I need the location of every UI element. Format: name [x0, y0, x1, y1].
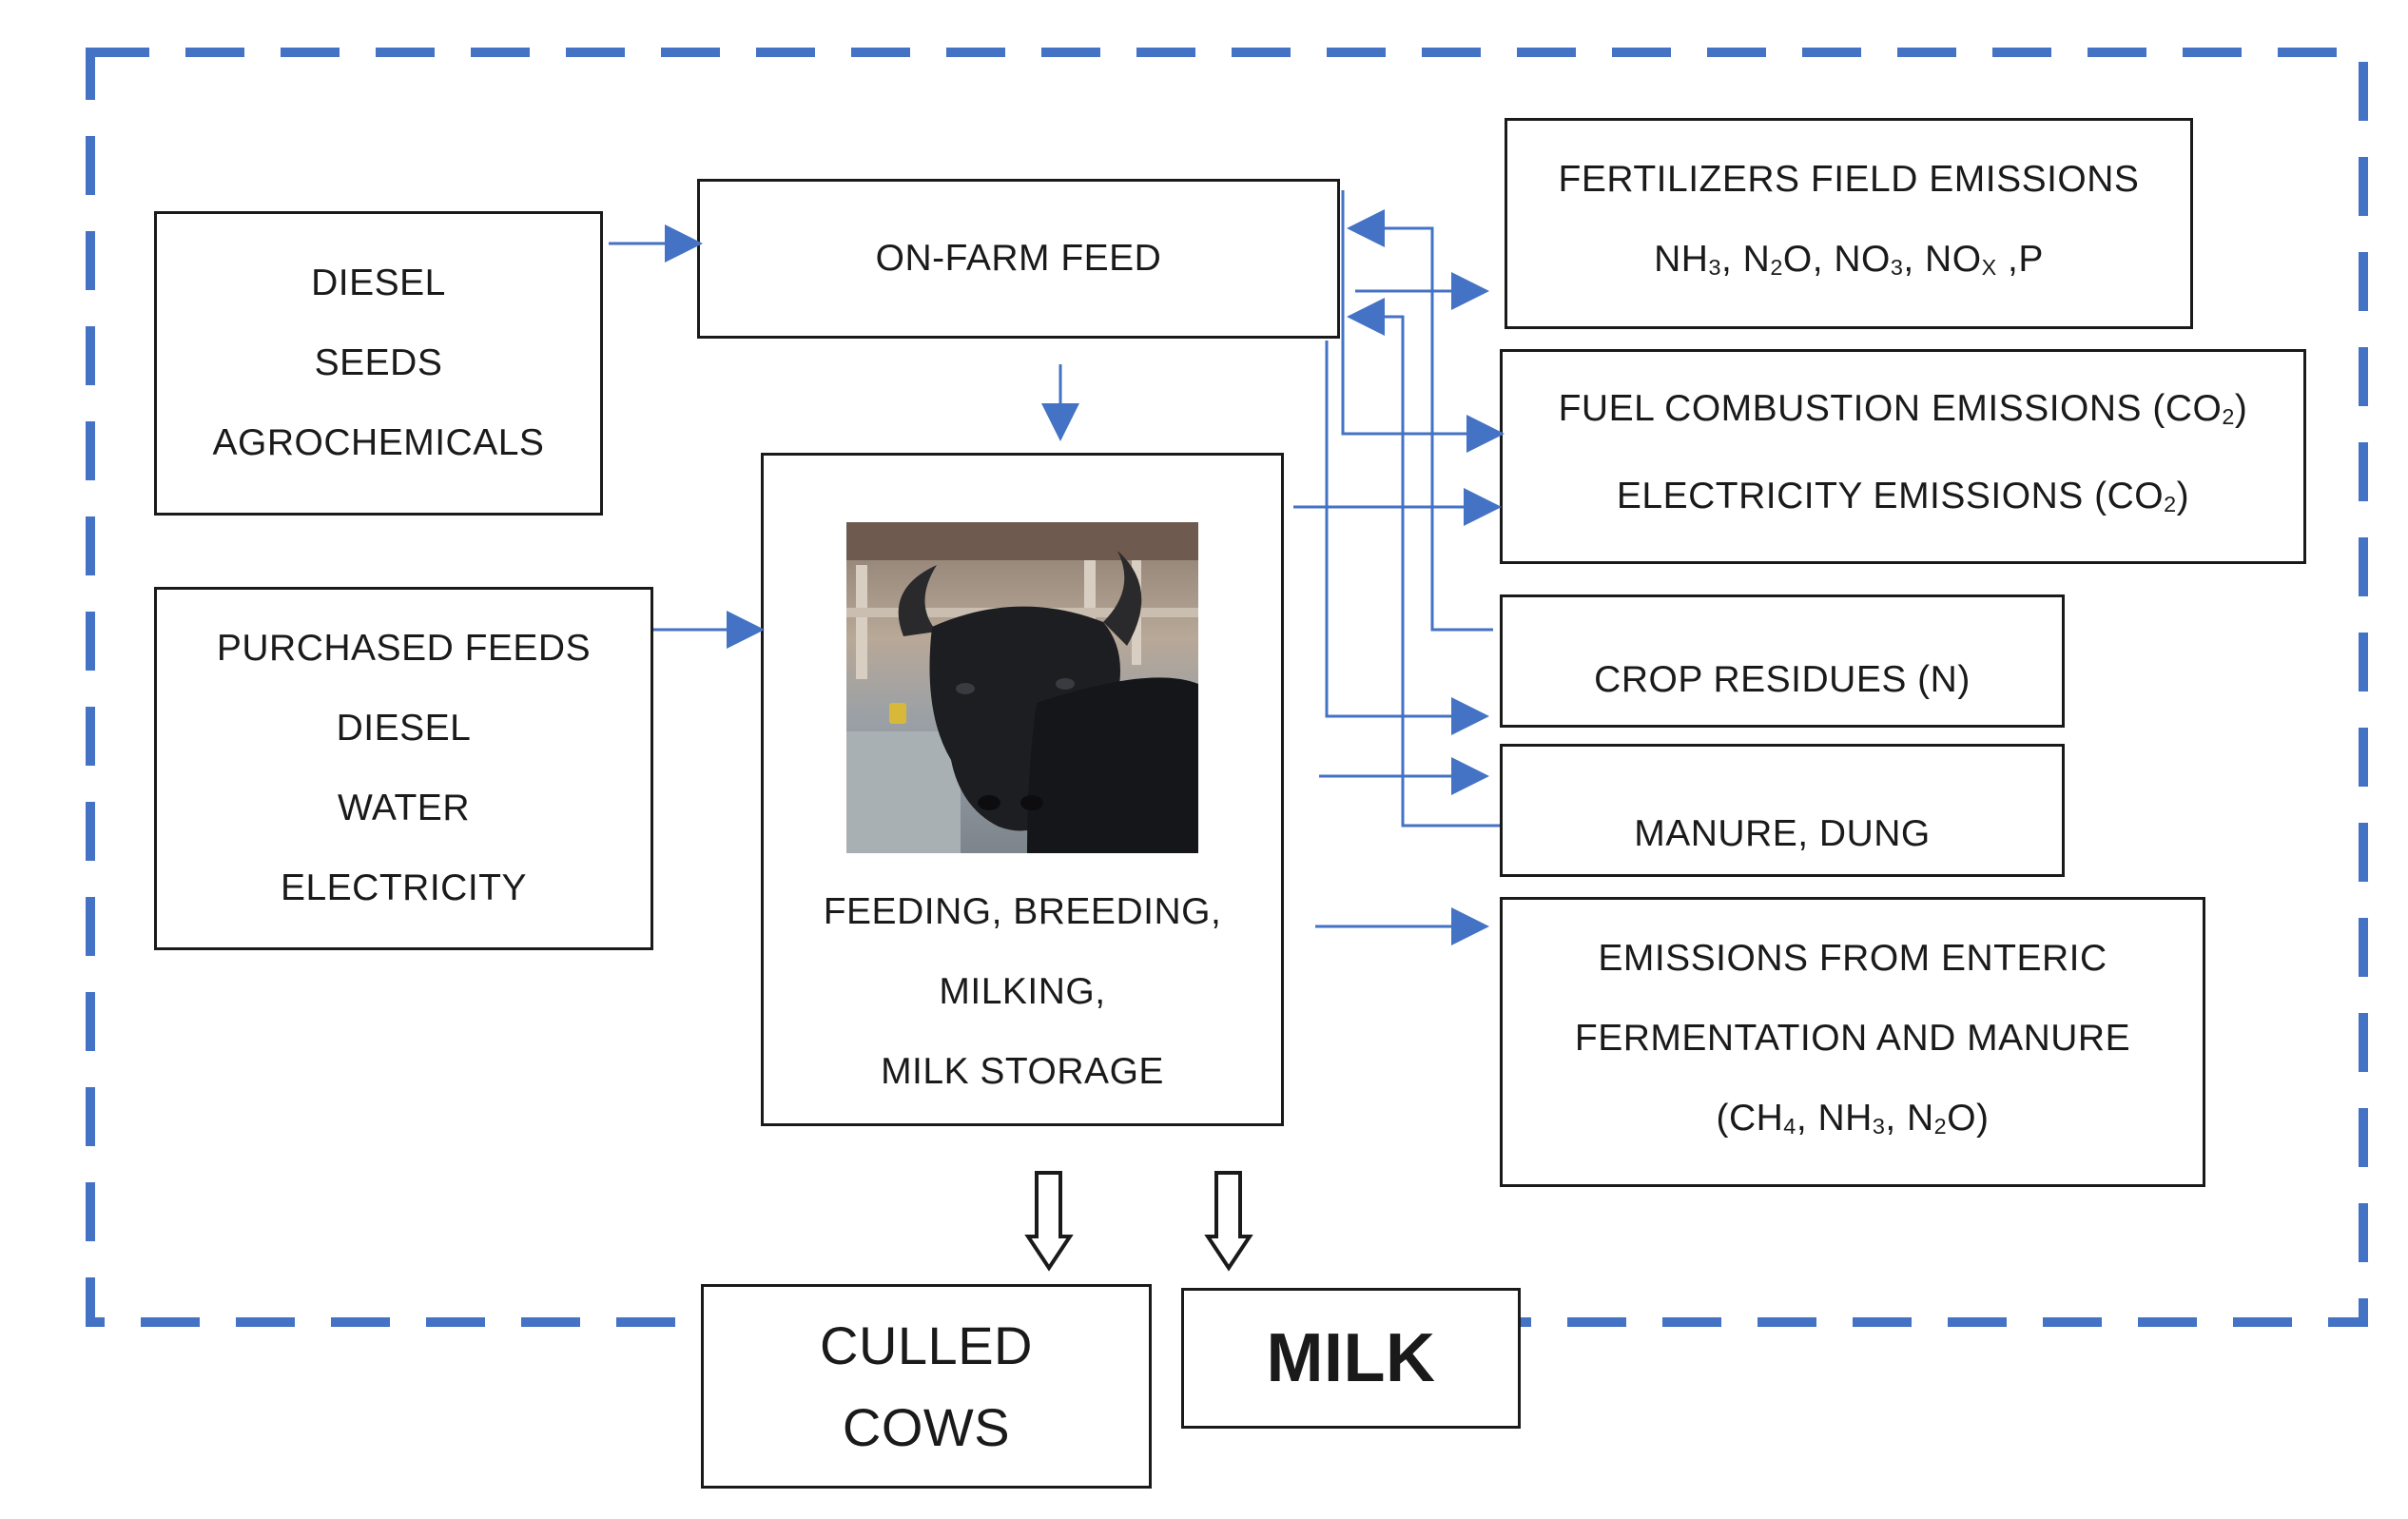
milk-box: MILK	[1181, 1288, 1521, 1429]
enteric-title-line-2: FERMENTATION AND MANURE	[1574, 1017, 2131, 1059]
fertilizers-species: NH3, N2O, NO3, NOX ,P	[1654, 239, 2044, 280]
on-farm-feed-box: ON-FARM FEED	[697, 179, 1340, 339]
inputs-box-diesel-seeds-agrochemicals: DIESEL SEEDS AGROCHEMICALS	[154, 211, 603, 516]
input-label-diesel: DIESEL	[311, 263, 446, 303]
input-label-water: WATER	[338, 788, 470, 828]
farm-process-labels: FEEDING, BREEDING, MILKING, MILK STORAGE	[824, 872, 1222, 1112]
manure-dung-label: MANURE, DUNG	[1634, 813, 1931, 854]
enteric-species: (CH4, NH3, N2O)	[1716, 1097, 1990, 1139]
process-label-feeding-breeding: FEEDING, BREEDING,	[823, 891, 1222, 932]
fertilizers-emissions-box: FERTILIZERS FIELD EMISSIONS NH3, N2O, NO…	[1505, 118, 2193, 329]
culled-cows-label-line-2: COWS	[842, 1396, 1011, 1457]
input-label-agrochemicals: AGROCHEMICALS	[212, 422, 545, 463]
process-label-milk-storage: MILK STORAGE	[881, 1051, 1164, 1092]
crop-residues-box: CROP RESIDUES (N)	[1500, 594, 2065, 728]
output-arrow-culled-cows	[1024, 1171, 1074, 1272]
culled-cows-box: CULLED COWS	[701, 1284, 1152, 1489]
electricity-emissions-label: ELECTRICITY EMISSIONS (CO2)	[1616, 476, 2190, 516]
arrow-onfarm-to-fuel	[1341, 190, 1505, 453]
system-boundary-line	[86, 48, 2368, 1327]
process-label-milking: MILKING,	[939, 971, 1106, 1012]
crop-residues-label: CROP RESIDUES (N)	[1594, 659, 1971, 700]
arrow-crop-to-onfarm	[1347, 209, 1493, 632]
farm-process-box: FEEDING, BREEDING, MILKING, MILK STORAGE	[761, 453, 1284, 1126]
input-label-diesel-2: DIESEL	[336, 708, 472, 749]
arrow-manure-to-onfarm	[1347, 298, 1500, 828]
culled-cows-label-line-1: CULLED	[820, 1315, 1033, 1375]
input-label-electricity: ELECTRICITY	[280, 867, 528, 908]
milk-label: MILK	[1266, 1320, 1436, 1396]
inputs-box-purchased: PURCHASED FEEDS DIESEL WATER ELECTRICITY	[154, 587, 653, 950]
on-farm-feed-label: ON-FARM FEED	[875, 238, 1162, 279]
fuel-electricity-emissions-box: FUEL COMBUSTION EMISSIONS (CO2) ELECTRIC…	[1500, 349, 2306, 564]
input-label-purchased-feeds: PURCHASED FEEDS	[216, 628, 592, 669]
water-buffalo-photo	[846, 522, 1198, 853]
enteric-title-line-1: EMISSIONS FROM ENTERIC	[1598, 937, 2107, 979]
manure-dung-box: MANURE, DUNG	[1500, 744, 2065, 877]
enteric-emissions-box: EMISSIONS FROM ENTERIC FERMENTATION AND …	[1500, 897, 2205, 1187]
arrow-onfarm-to-crop	[1325, 341, 1489, 735]
output-arrow-milk	[1204, 1171, 1253, 1272]
input-label-seeds: SEEDS	[314, 342, 443, 383]
fuel-combustion-label: FUEL COMBUSTION EMISSIONS (CO2)	[1558, 388, 2248, 429]
fertilizers-title: FERTILIZERS FIELD EMISSIONS	[1558, 159, 2140, 200]
